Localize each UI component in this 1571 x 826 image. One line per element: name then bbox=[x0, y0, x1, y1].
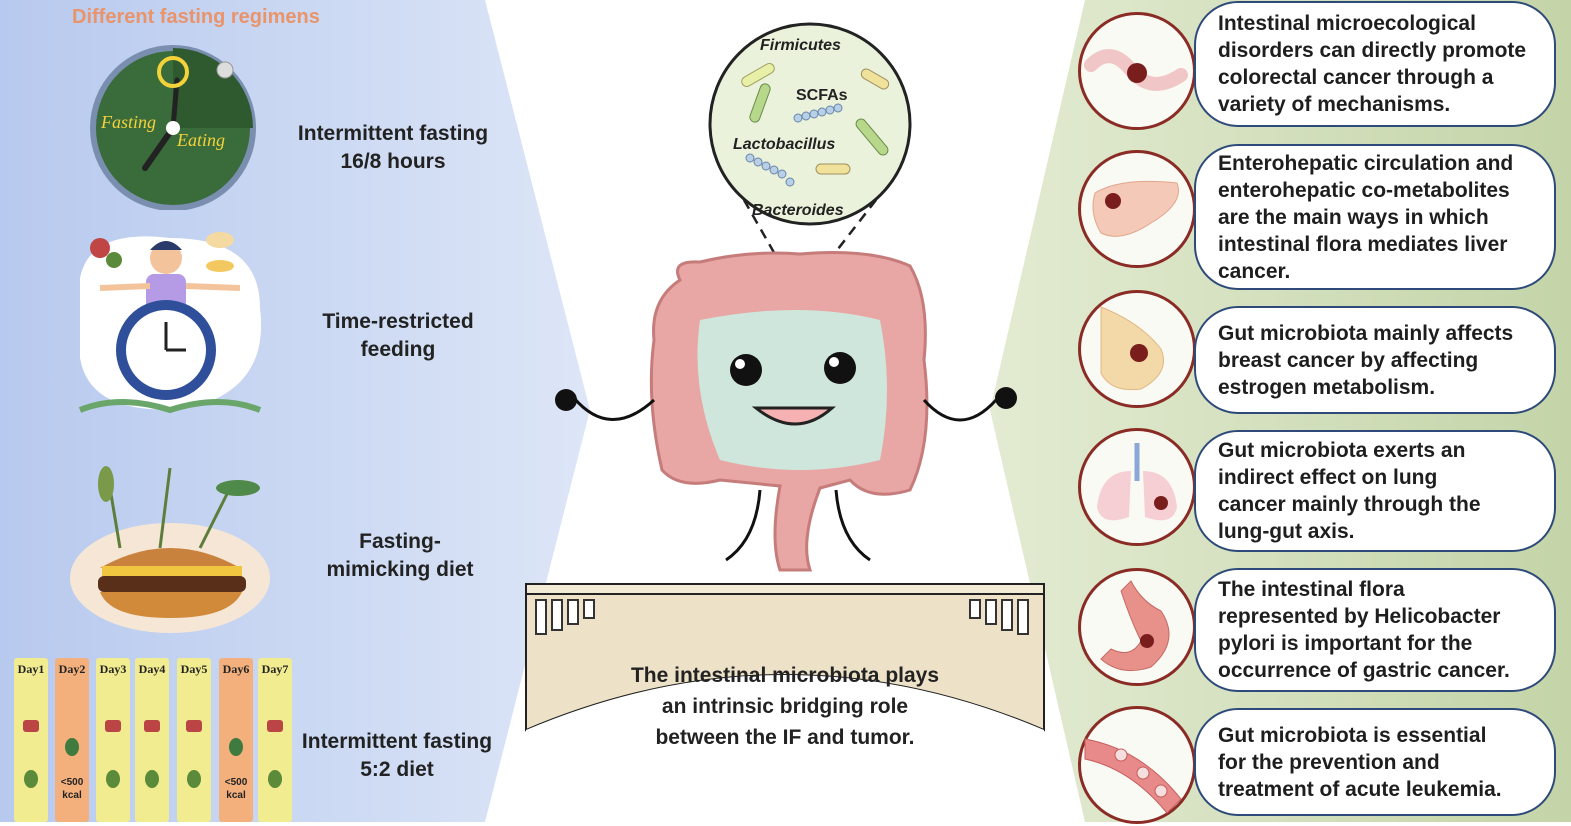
lung-cancer-circle bbox=[1078, 428, 1196, 546]
lactobacillus-label: Lactobacillus bbox=[733, 136, 836, 153]
intestine-character-icon bbox=[555, 251, 1017, 572]
day-column-3: Day3 bbox=[96, 658, 130, 822]
vegetable-icon bbox=[229, 738, 243, 756]
regimens-title: Different fasting regimens bbox=[72, 6, 320, 28]
vegetable-icon bbox=[268, 770, 282, 788]
day-column-7: Day7 bbox=[258, 658, 292, 822]
bridge-icon bbox=[525, 583, 1045, 820]
gastric-cancer-circle bbox=[1078, 568, 1196, 686]
liver-icon bbox=[1092, 180, 1179, 237]
clock-fasting-label: Fasting bbox=[100, 112, 156, 132]
bacteroides-label: Bacteroides bbox=[752, 202, 844, 219]
meat-icon bbox=[144, 720, 160, 732]
microbiota-magnifier-icon bbox=[708, 22, 912, 299]
liver-cancer-circle bbox=[1078, 150, 1196, 268]
time-restricted-clock-icon bbox=[78, 232, 262, 414]
meat-icon bbox=[267, 720, 283, 732]
clock-eating-label: Eating bbox=[176, 130, 225, 150]
vegetable-icon bbox=[65, 738, 79, 756]
vegetable-icon bbox=[145, 770, 159, 788]
breast-cancer-circle bbox=[1078, 290, 1196, 408]
day-column-1: Day1 bbox=[14, 658, 48, 822]
meat-icon bbox=[105, 720, 121, 732]
blood-vessel-icon bbox=[1084, 738, 1182, 814]
vegetable-icon bbox=[24, 770, 38, 788]
vegetable-icon bbox=[187, 770, 201, 788]
lung-icon bbox=[1097, 443, 1177, 521]
colorectal-cancer-circle bbox=[1078, 12, 1196, 130]
day-column-4: Day4 bbox=[135, 658, 169, 822]
vegetable-icon bbox=[106, 770, 120, 788]
leukemia-circle bbox=[1078, 706, 1196, 824]
meat-icon bbox=[23, 720, 39, 732]
regimen-label-fasting-mimicking: Fasting-mimicking diet bbox=[326, 530, 474, 581]
meat-icon bbox=[186, 720, 202, 732]
bridge-caption: The intestinal microbiota plays an intri… bbox=[630, 664, 940, 749]
fasting-eating-clock-icon: Fasting Eating bbox=[90, 45, 256, 210]
burger-plant-icon bbox=[70, 466, 270, 633]
day-column-5: Day5 bbox=[177, 658, 211, 822]
firmicutes-label: Firmicutes bbox=[760, 37, 841, 54]
stomach-icon bbox=[1100, 580, 1170, 672]
colon-icon bbox=[1084, 49, 1188, 91]
scfas-label: SCFAs bbox=[796, 87, 848, 104]
breast-icon bbox=[1100, 306, 1164, 391]
